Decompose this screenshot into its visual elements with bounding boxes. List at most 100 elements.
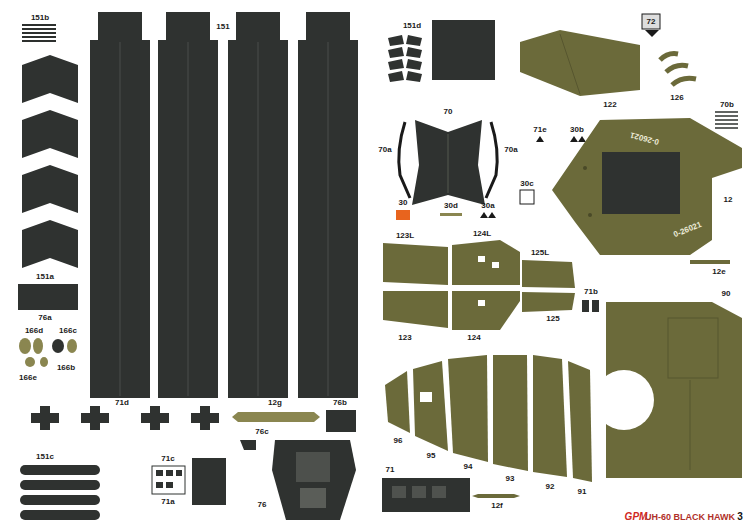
small-part	[488, 212, 496, 218]
fuselage-part	[520, 30, 640, 96]
stripe	[715, 111, 738, 113]
instrument-detail	[156, 470, 163, 476]
stripe	[22, 32, 56, 34]
part-number: 95	[427, 452, 436, 460]
part-number: 71a	[161, 498, 174, 506]
rivet	[583, 166, 587, 170]
panel-part	[432, 20, 495, 80]
small-part	[520, 190, 534, 204]
small-part	[578, 136, 586, 142]
small-part	[480, 212, 488, 218]
panel-part	[18, 284, 78, 310]
cutout	[492, 262, 499, 268]
cross-part	[81, 406, 109, 430]
part-number: 30c	[520, 180, 533, 188]
part-number: 125L	[531, 249, 549, 257]
fuselage-ring	[385, 371, 410, 433]
stabilizer-part	[452, 240, 520, 285]
fuselage-ring	[533, 355, 567, 477]
panel-part	[326, 410, 356, 432]
rotor-blade-strip	[158, 12, 218, 398]
part-number: 166e	[19, 374, 37, 382]
part-number: 96	[394, 437, 403, 445]
part-number: 166d	[25, 327, 43, 335]
part-number: 12g	[268, 399, 282, 407]
stripe	[715, 127, 738, 129]
strip-part	[20, 510, 100, 520]
instrument-part	[152, 466, 185, 494]
instrument-panel	[382, 478, 470, 512]
stripe	[715, 123, 738, 125]
stripe	[715, 119, 738, 121]
stripe-part	[715, 112, 738, 128]
fuselage-ring	[493, 355, 528, 471]
small-part	[406, 35, 422, 46]
small-part	[406, 71, 422, 82]
panel-part	[192, 458, 226, 505]
registration-text: 0-26021	[673, 221, 703, 239]
strip-part	[20, 465, 100, 475]
instrument-detail	[166, 470, 173, 476]
fuselage-ring	[413, 361, 448, 451]
part-number: 93	[506, 475, 515, 483]
stripe	[22, 28, 56, 30]
part-number: 12	[724, 196, 733, 204]
part-number: 151	[216, 23, 229, 31]
part-number: 30a	[481, 202, 494, 210]
part-number: 123	[398, 334, 411, 342]
fold-line	[258, 42, 259, 396]
small-part	[388, 47, 404, 58]
small-part	[388, 59, 404, 70]
cutout	[478, 300, 485, 306]
small-part	[396, 210, 410, 220]
strip-part	[232, 412, 320, 422]
part-number: 124	[467, 334, 480, 342]
insignia	[420, 392, 432, 402]
small-part	[19, 338, 31, 354]
instrument-detail	[412, 486, 426, 498]
fuselage-ring	[448, 355, 488, 462]
small-part	[388, 71, 404, 82]
strip-part	[20, 480, 100, 490]
small-part	[660, 54, 678, 60]
part-number: 124L	[473, 230, 491, 238]
stabilizer-part	[522, 292, 575, 312]
part-number: 90	[722, 290, 731, 298]
brand-name: GPM	[625, 512, 648, 522]
part-number: 70	[444, 108, 453, 116]
chevron-part	[22, 110, 78, 158]
part-number: 151d	[403, 22, 421, 30]
fuselage-ring	[568, 361, 592, 482]
part-number: 151a	[36, 273, 54, 281]
fold-line	[560, 34, 580, 94]
part-number: 71d	[115, 399, 129, 407]
chevron-part	[22, 165, 78, 213]
small-part	[240, 440, 256, 450]
rotor-blade-strip	[90, 12, 150, 398]
instrument-detail	[176, 470, 182, 476]
part-number: 125	[546, 315, 559, 323]
page-number: 3	[737, 512, 743, 522]
part-number: 151c	[36, 453, 54, 461]
small-part	[25, 357, 35, 367]
strip-part	[472, 494, 520, 498]
part-number: 71c	[161, 455, 174, 463]
instrument-detail	[432, 486, 446, 498]
model-name: UH-60 BLACK HAWK	[645, 513, 735, 522]
rivet	[588, 213, 592, 217]
part-number: 70b	[720, 101, 734, 109]
page-marker-arrow	[645, 30, 659, 37]
cockpit-part	[272, 440, 356, 520]
frame-part	[486, 122, 497, 198]
part-number: 71e	[533, 126, 546, 134]
part-number: 151b	[31, 14, 49, 22]
panel-line	[668, 318, 718, 378]
small-part	[582, 300, 589, 312]
small-part	[52, 339, 64, 353]
strip-part	[20, 495, 100, 505]
cross-part	[191, 406, 219, 430]
small-part	[666, 65, 688, 72]
cutout	[478, 256, 485, 262]
